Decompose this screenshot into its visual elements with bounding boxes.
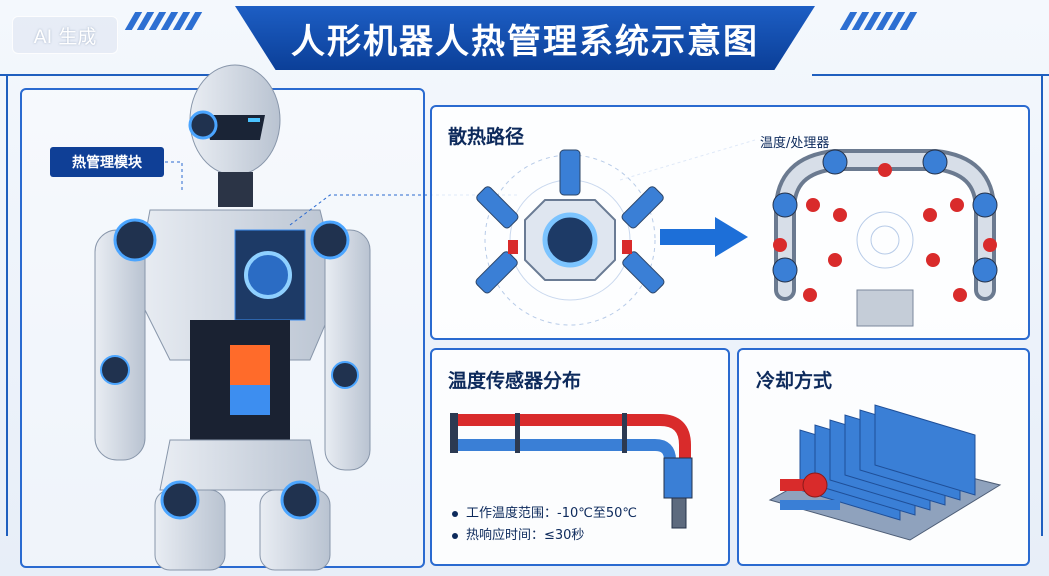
bullet-icon [452, 533, 458, 539]
temp-processor-label: 温度/处理器 [760, 136, 830, 151]
bullet-icon [452, 511, 458, 517]
heat-path-title: 散热路径 [448, 126, 525, 148]
heat-path-panel [430, 105, 1030, 340]
title-banner: 人形机器人热管理系统示意图 [235, 6, 815, 70]
frame-left-line [6, 76, 8, 536]
pipe-illustration [450, 413, 693, 529]
sensor-arc-diagram [772, 149, 998, 327]
spec-item: 工作温度范围：-10℃至50℃ [452, 503, 637, 525]
robot-illustration [94, 64, 371, 571]
flow-arrow [660, 217, 748, 257]
ai-watermark: AI 生成 [12, 16, 118, 54]
spec-response-time: 热响应时间：≤30秒 [466, 528, 585, 543]
page-title: 人形机器人热管理系统示意图 [291, 21, 759, 62]
frame-top-left-line [0, 74, 240, 76]
heat-core-diagram [475, 149, 665, 326]
spec-item: 热响应时间：≤30秒 [452, 525, 637, 547]
frame-top-right-line [812, 74, 1049, 76]
module-label: 热管理模块 [50, 147, 164, 177]
spec-operating-range: 工作温度范围：-10℃至50℃ [466, 506, 637, 521]
spec-list: 工作温度范围：-10℃至50℃ 热响应时间：≤30秒 [452, 503, 637, 547]
heatsink-illustration [768, 404, 1002, 541]
sensor-distribution-title: 温度传感器分布 [448, 370, 582, 392]
cooling-method-title: 冷却方式 [756, 370, 833, 392]
frame-right-line [1041, 76, 1043, 536]
